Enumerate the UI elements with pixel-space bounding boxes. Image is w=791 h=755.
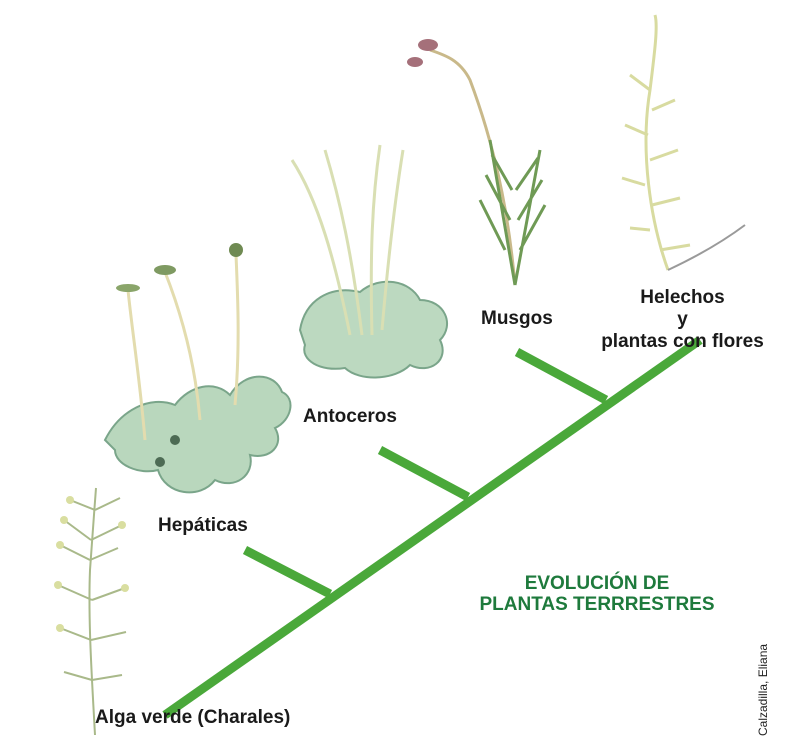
taxon-label-alga: Alga verde (Charales) bbox=[95, 707, 290, 729]
helechos-line-2: y bbox=[590, 309, 775, 331]
taxon-label-musgos: Musgos bbox=[481, 308, 553, 330]
fern-illustration bbox=[622, 15, 745, 270]
hornwort-thallus bbox=[300, 282, 447, 378]
helechos-line-3: plantas con flores bbox=[590, 331, 775, 353]
branch-antoceros bbox=[380, 450, 468, 497]
taxon-label-helechos: Helechos y plantas con flores bbox=[590, 287, 775, 353]
branch-musgos bbox=[517, 352, 606, 400]
hornwort-illustration bbox=[292, 145, 447, 377]
moss-illustration bbox=[407, 39, 545, 285]
taxon-label-antoceros: Antoceros bbox=[303, 406, 397, 428]
figure-title: EVOLUCIÓN DE PLANTAS TERRRESTRES bbox=[478, 573, 716, 615]
figure-title-line-2: PLANTAS TERRRESTRES bbox=[478, 594, 716, 615]
taxon-label-hepaticas: Hepáticas bbox=[158, 515, 248, 537]
liverwort-illustration bbox=[105, 243, 290, 492]
helechos-line-1: Helechos bbox=[590, 287, 775, 309]
image-credit: Calzadilla, Eliana bbox=[756, 644, 770, 736]
green-alga-illustration bbox=[54, 488, 129, 735]
branch-hepaticas bbox=[245, 550, 330, 594]
figure-title-line-1: EVOLUCIÓN DE bbox=[478, 573, 716, 594]
